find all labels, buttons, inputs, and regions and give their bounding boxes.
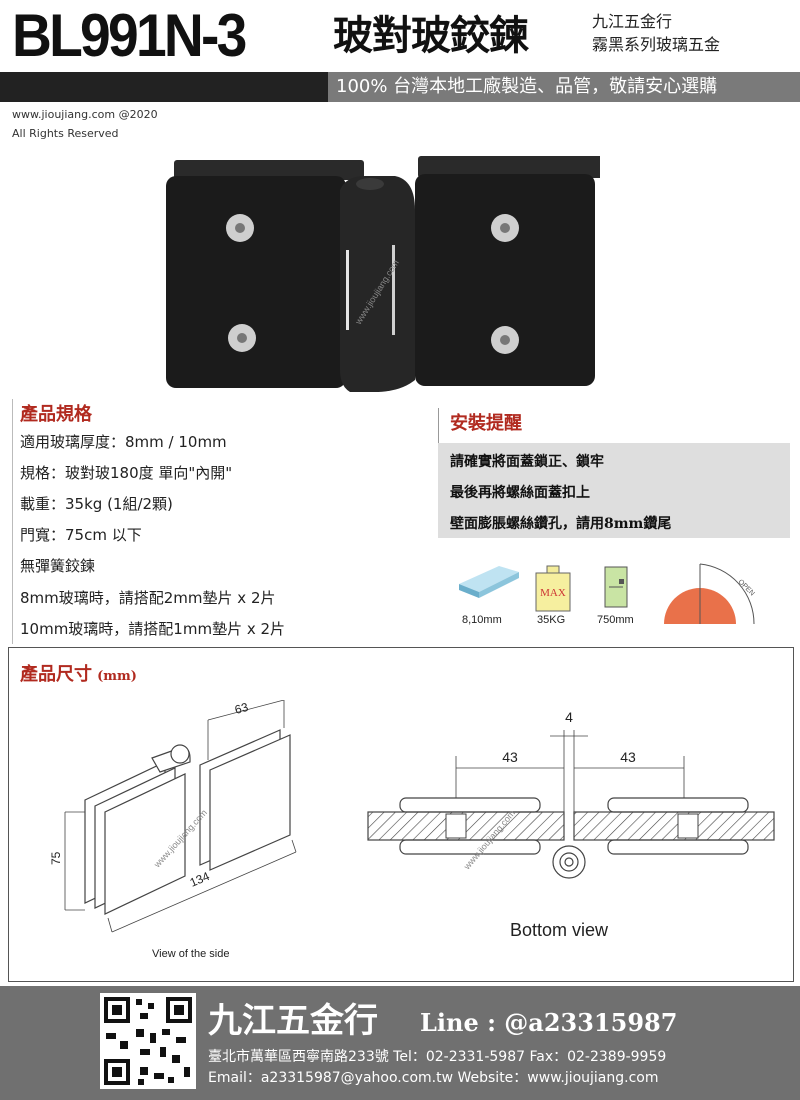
- door-width-icon: [604, 566, 628, 608]
- spec-line: 8mm玻璃時，請搭配2mm墊片 x 2片: [20, 589, 276, 607]
- qr-code-icon[interactable]: [100, 993, 196, 1089]
- hinge-knuckle: [340, 176, 415, 392]
- copyright-rights: All Rights Reserved: [12, 127, 119, 140]
- header-top: [0, 0, 800, 72]
- side-view-drawing: 63 75 134 www.jioujiang.com View of the …: [49, 700, 297, 960]
- dimension-title-text: 產品尺寸: [20, 664, 92, 685]
- max-label: MAX: [540, 587, 566, 599]
- dim-height: 75: [49, 851, 63, 865]
- bottom-view-drawing: 4 43 43 www.jioujiang.com Bottom view: [367, 709, 775, 940]
- screw-icon: [226, 214, 254, 242]
- install-line: 壁面膨脹螺絲鑽孔，請用8mm鑽尾: [450, 516, 672, 532]
- icon-label: 750mm: [597, 614, 634, 626]
- hinge-gap-highlight: [346, 250, 349, 330]
- slogan: 100% 台灣本地工廠製造、品管，敬請安心選購: [336, 76, 718, 97]
- dim-gap: 4: [565, 709, 573, 725]
- spec-line: 規格：玻對玻180度 單向"內開": [20, 464, 233, 482]
- dimension-unit: (mm): [97, 669, 137, 684]
- icon-label: 35KG: [537, 614, 566, 626]
- open-angle-icon: OPEN: [664, 563, 756, 625]
- screw-icon: [491, 326, 519, 354]
- glass-thickness-icon: [459, 566, 519, 598]
- model-number: BL991N-3: [12, 2, 247, 69]
- dimension-section: [8, 647, 794, 982]
- install-line: 最後再將螺絲面蓋扣上: [450, 485, 590, 501]
- copyright-website: www.jioujiang.com @2020: [12, 108, 158, 121]
- right-clamp-plate: [415, 174, 595, 386]
- footer-address: 臺北市萬華區西寧南路233號 Tel：02-2331-5987 Fax：02-2…: [208, 1049, 667, 1065]
- spec-line: 無彈簧鉸鍊: [20, 557, 96, 575]
- footer-line-id[interactable]: Line : @a23315987: [420, 1008, 678, 1037]
- icon-label: 8,10mm: [462, 614, 502, 626]
- left-clamp-plate: [166, 176, 346, 388]
- install-line: 請確實將面蓋鎖正、鎖牢: [450, 454, 604, 470]
- spec-line: 適用玻璃厚度：8mm / 10mm: [20, 433, 227, 451]
- spec-section: [12, 399, 431, 644]
- screw-icon: [491, 214, 519, 242]
- bottom-view-label: Bottom view: [510, 920, 609, 940]
- series-name: 霧黑系列玻璃五金: [592, 35, 721, 54]
- footer-store-name: 九江五金行: [208, 1001, 378, 1041]
- install-notes-box: [438, 443, 790, 538]
- product-photo: www.jioujiang.com: [166, 156, 600, 392]
- store-name: 九江五金行: [592, 12, 673, 31]
- screw-icon: [228, 324, 256, 352]
- footer-contact[interactable]: Email：a23315987@yahoo.com.tw Website：www…: [208, 1070, 659, 1086]
- pin-cap: [356, 178, 384, 190]
- right-clamp-top: [418, 156, 600, 178]
- left-clamp-top: [174, 160, 364, 180]
- product-title: 玻對玻鉸鍊: [333, 13, 529, 59]
- side-view-label: View of the side: [152, 948, 229, 960]
- dim-right: 43: [620, 749, 636, 765]
- dim-left: 43: [502, 749, 518, 765]
- dim-length: 134: [188, 869, 212, 890]
- slogan-bar-dark: [0, 72, 328, 102]
- hinge-gap-highlight-2: [392, 245, 395, 335]
- dimension-title: 產品尺寸 (mm): [20, 660, 137, 686]
- dim-width: 63: [233, 700, 250, 717]
- max-weight-icon: MAX: [535, 565, 571, 612]
- spec-line: 載重：35kg (1組/2顆): [20, 495, 173, 513]
- spec-title: 產品規格: [20, 404, 92, 425]
- install-title: 安裝提醒: [450, 413, 522, 434]
- spec-line: 10mm玻璃時，請搭配1mm墊片 x 2片: [20, 620, 286, 638]
- spec-line: 門寬：75cm 以下: [20, 526, 142, 544]
